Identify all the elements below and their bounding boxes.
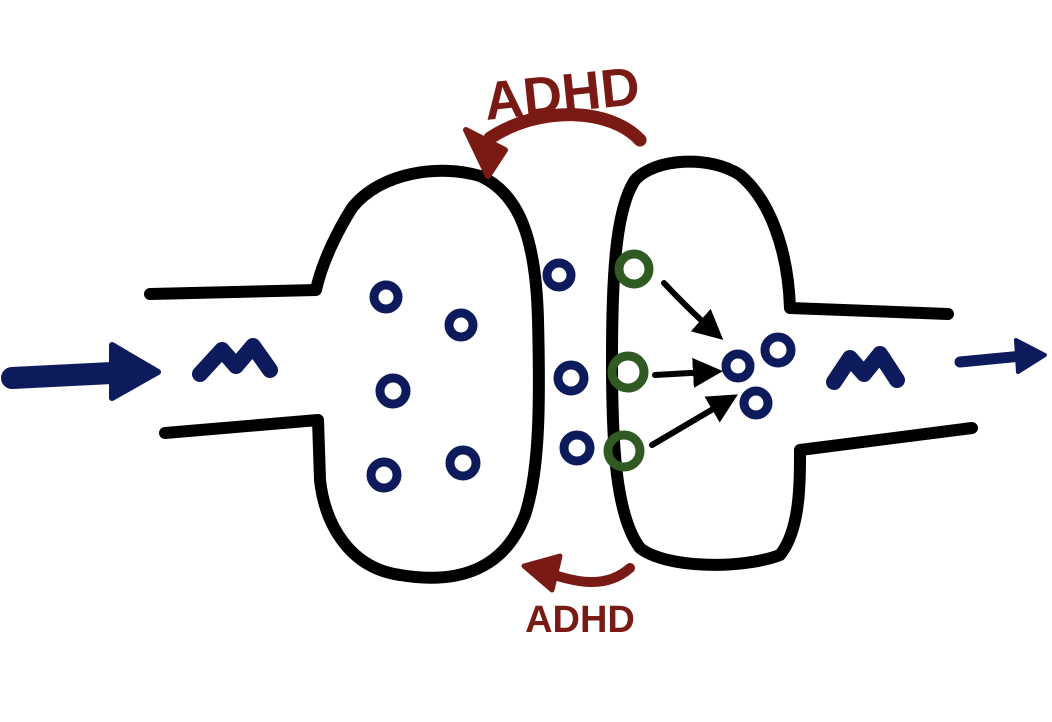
signal-arrows [649, 280, 738, 448]
signal-arrow-icon [652, 357, 723, 388]
neurotransmitter-icon [375, 373, 411, 409]
adhd-top-reuptake-arrow [463, 108, 647, 179]
neurotransmitter-icon [445, 445, 481, 481]
adhd-bottom-label: ADHD [525, 599, 635, 641]
neurotransmitter-icon [542, 258, 576, 292]
input-impulse-icon [192, 338, 278, 382]
neurotransmitter-icon [366, 457, 402, 493]
output-arrow-icon [954, 338, 1047, 374]
receptor-icon [614, 249, 654, 289]
postsynaptic-neuron [606, 155, 978, 571]
neurotransmitter-icon [369, 280, 403, 314]
output-impulse-icon [826, 346, 905, 390]
neurotransmitter-icon [739, 386, 773, 420]
neurotransmitter-icon [559, 430, 595, 466]
input-arrow-icon [1, 342, 161, 401]
neurotransmitter-icon [553, 360, 589, 396]
neurotransmitter-icon [760, 332, 796, 368]
postsynaptic-membrane [606, 155, 978, 571]
signal-arrow-icon [661, 280, 724, 340]
presynaptic-neuron [144, 164, 545, 584]
neurotransmitter-icon [721, 349, 755, 383]
signal-arrow-icon [649, 394, 738, 448]
receptor-icon [603, 430, 645, 472]
adhd-bottom-reuptake-arrow [521, 553, 635, 593]
presynaptic-neurotransmitters [366, 280, 481, 493]
receptor-icon [607, 351, 649, 393]
receptors [603, 249, 654, 472]
cleft-neurotransmitters [542, 258, 595, 466]
postsynaptic-neurotransmitters [721, 332, 796, 420]
neurotransmitter-icon [444, 308, 478, 342]
presynaptic-membrane [144, 164, 545, 584]
